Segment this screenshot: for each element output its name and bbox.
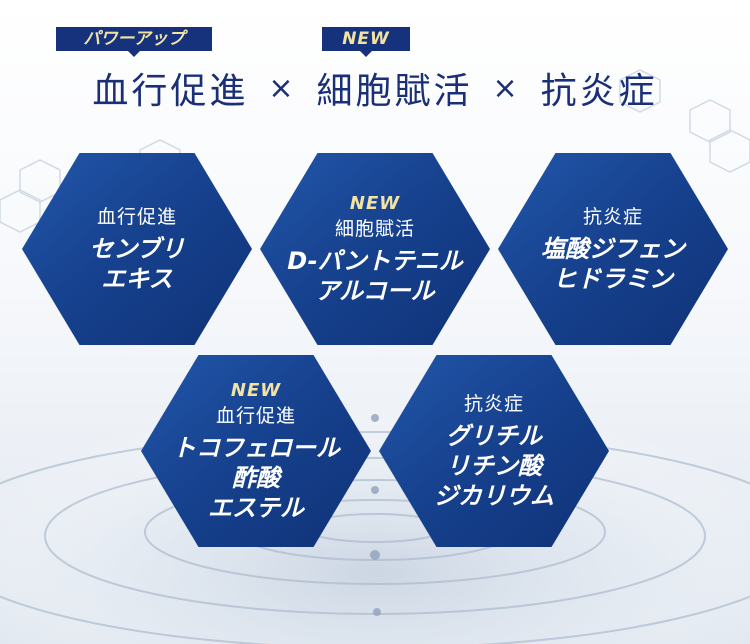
hexagon-new-label: NEW xyxy=(230,379,282,401)
hexagon-ingredient-line: ジカリウム xyxy=(434,481,554,510)
headline: 血行促進 × 細胞賦活 × 抗炎症 xyxy=(0,62,750,114)
hexagon-category: 血行促進 xyxy=(215,404,296,427)
hexagon-ingredient-line: ヒドラミン xyxy=(553,264,673,293)
headline-separator: × xyxy=(268,70,297,106)
hexagon-new-label: NEW xyxy=(349,192,401,214)
hexagon-ingredient-line: D-パントテニル xyxy=(287,246,463,275)
headline-blood-circulation: 血行促進 xyxy=(92,71,249,112)
hexagon-ingredient-line: トコフェロール xyxy=(172,433,340,462)
hexagon-ingredient-line: グリチル xyxy=(446,421,542,450)
hexagon-ingredient-line: エステル xyxy=(208,493,304,522)
ingredient-hexagon-panthenol: NEW 細胞賦活 D-パントテニル アルコール xyxy=(260,153,490,345)
headline-separator: × xyxy=(492,70,521,106)
hexagon-category: 血行促進 xyxy=(96,205,177,228)
headline-cell-activation: 細胞賦活 xyxy=(316,71,473,112)
power-up-badge: パワーアップ xyxy=(56,27,212,57)
hexagon-category: 細胞賦活 xyxy=(334,217,415,240)
hexagon-ingredient-line: アルコール xyxy=(315,276,435,305)
hexagon-category: 抗炎症 xyxy=(582,205,643,228)
new-badge: NEW xyxy=(322,27,410,57)
hexagon-ingredient-line: 酢酸 xyxy=(232,463,280,492)
hexagon-ingredient-line: センブリ xyxy=(89,234,185,263)
hexagon-ingredient-line: リチン酸 xyxy=(446,451,542,480)
headline-anti-inflammatory: 抗炎症 xyxy=(540,71,658,112)
hexagon-ingredient-line: エキス xyxy=(101,264,173,293)
hexagon-ingredient-line: 塩酸ジフェン xyxy=(541,234,685,263)
hexagon-category: 抗炎症 xyxy=(463,392,524,415)
